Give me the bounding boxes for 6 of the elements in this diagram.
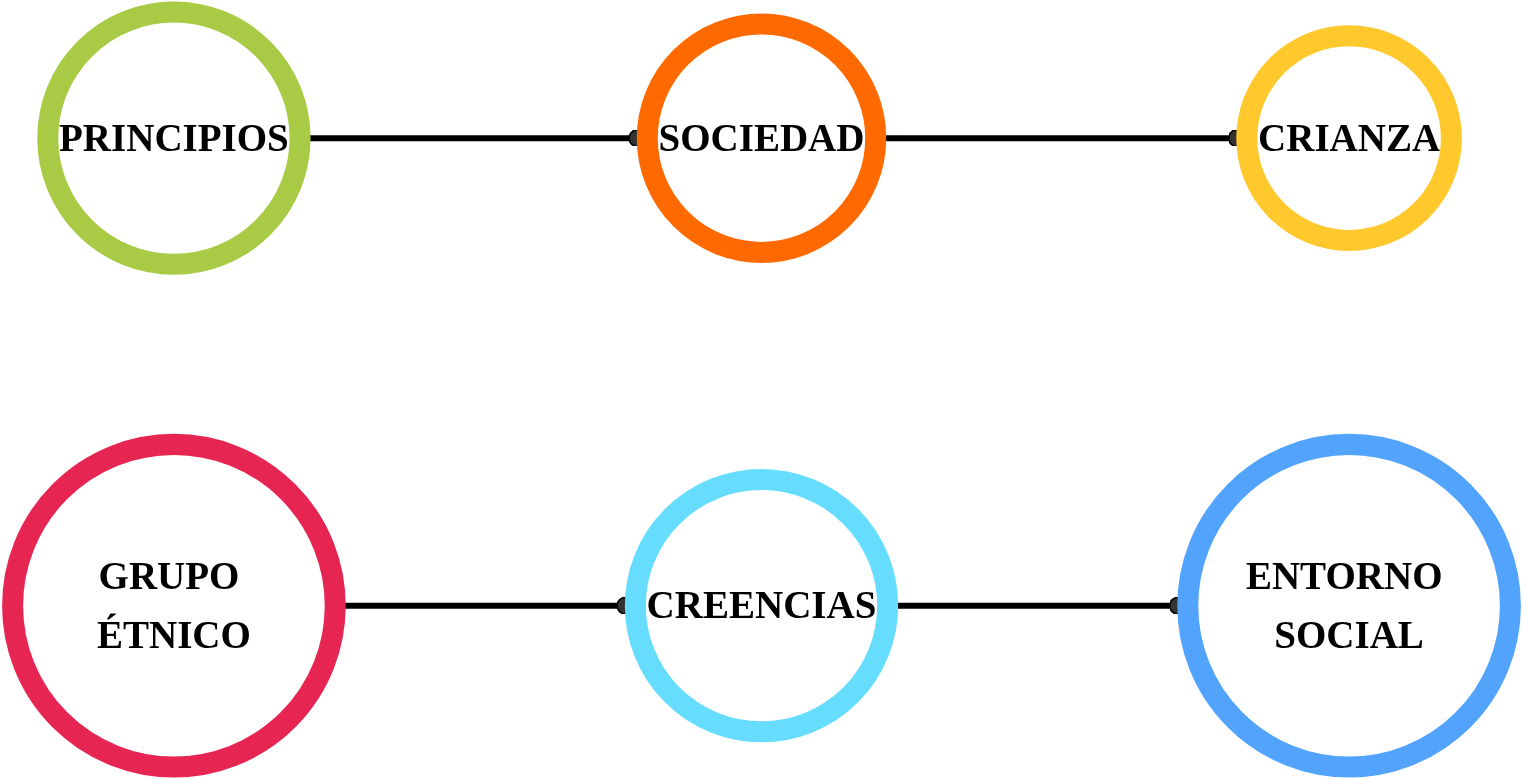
node-circle: SOCIEDAD — [636, 13, 887, 263]
node-circle: GRUPO ÉTNICO — [2, 433, 346, 778]
node-circle: PRINCIPIOS — [37, 1, 311, 275]
node-circle: ENTORNO SOCIAL — [1177, 433, 1521, 778]
node-circle: CRIANZA — [1236, 25, 1462, 251]
node-circle: CREENCIAS — [624, 469, 899, 743]
